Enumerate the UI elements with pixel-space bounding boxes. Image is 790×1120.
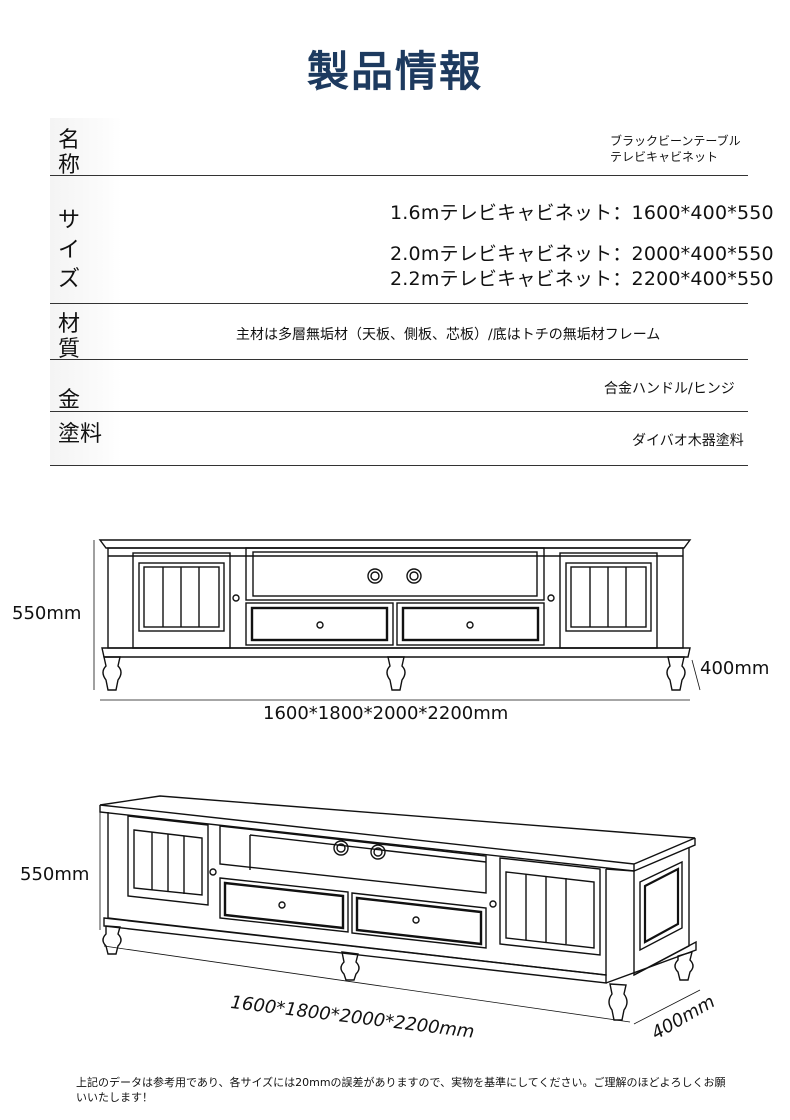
spec-value: 合金ハンドル/ヒンジ [604, 381, 735, 397]
front-depth-label: 400mm [700, 658, 770, 679]
spec-label: 塗料 [57, 422, 102, 447]
spec-value: 1.6mテレビキャビネット：1600*400*550 2.0mテレビキャビネット… [390, 202, 774, 290]
spec-row-name: 名称 ブラックビーンテーブル テレビキャビネット [50, 118, 748, 179]
spec-value: ダイバオ木器塗料 [632, 433, 744, 449]
page-title: 製品情報 [306, 47, 483, 96]
front-width-label: 1600*1800*2000*2200mm [263, 703, 509, 724]
spec-value: ブラックビーンテーブル テレビキャビネット [610, 134, 741, 164]
perspective-height-label: 550mm [20, 864, 90, 885]
spec-value: 主材は多層無垢材（天板、側板、芯板）/底はトチの無垢材フレーム [236, 327, 661, 343]
spec-label: 材質 [58, 312, 81, 363]
spec-row-paint: 塗料 ダイバオ木器塗料 [50, 412, 748, 466]
footer-note: 上記のデータは参考用であり、各サイズには20mmの誤差がありますので、実物を基準… [76, 1076, 726, 1104]
spec-row-size: サイズ 1.6mテレビキャビネット：1600*400*550 2.0mテレビキャ… [50, 176, 774, 304]
spec-row-metal: 金属 合金ハンドル/ヒンジ [50, 360, 748, 412]
spec-label: 金属 [58, 388, 81, 412]
front-height-label: 550mm [12, 603, 82, 624]
spec-label: サイズ [58, 208, 81, 293]
spec-label: 名称 [58, 128, 81, 179]
spec-row-material: 材質 主材は多層無垢材（天板、側板、芯板）/底はトチの無垢材フレーム [50, 304, 748, 363]
